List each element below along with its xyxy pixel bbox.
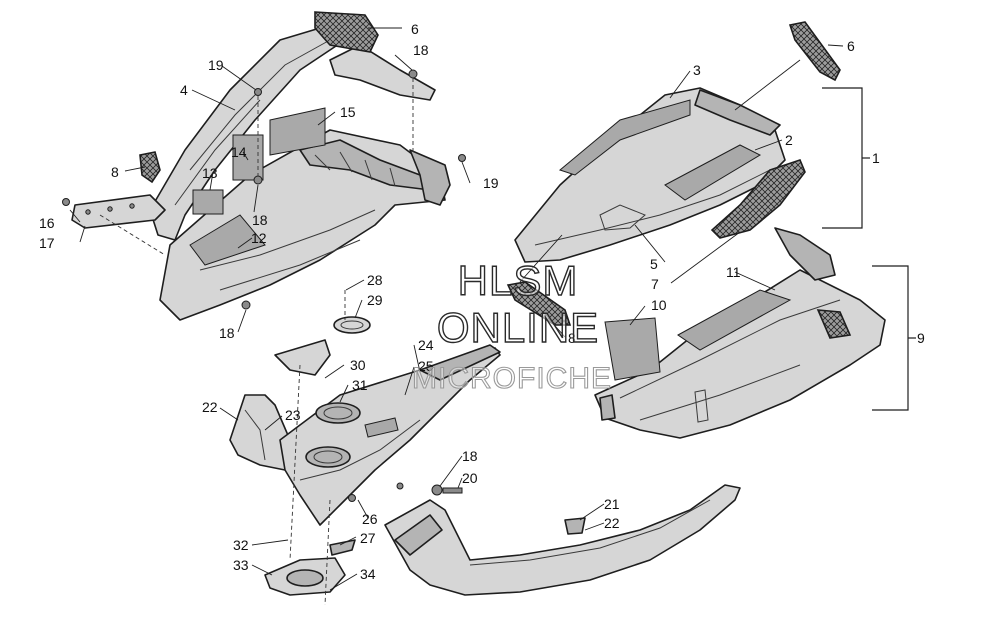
- callout-5: 5: [650, 256, 658, 272]
- callout-26: 26: [362, 511, 378, 527]
- leader-lines: [69, 27, 844, 591]
- callout-13: 13: [202, 165, 218, 181]
- callout-21: 21: [604, 496, 620, 512]
- callout-14: 14: [231, 144, 247, 160]
- callout-9: 9: [917, 330, 925, 346]
- callout-6-right: 6: [847, 38, 855, 54]
- callout-3: 3: [693, 62, 701, 78]
- callout-15: 15: [340, 104, 356, 120]
- callout-33: 33: [233, 557, 249, 573]
- callout-18-a: 18: [413, 42, 429, 58]
- callout-17: 17: [39, 235, 55, 251]
- callout-4: 4: [180, 82, 188, 98]
- lower-bumper: [384, 484, 741, 596]
- callout-18-d: 18: [462, 448, 478, 464]
- callout-2: 2: [785, 132, 793, 148]
- hood-upper-left: [62, 11, 466, 321]
- watermark-line-3: MICROFICHE: [412, 362, 612, 395]
- callout-10: 10: [651, 297, 667, 313]
- callout-23: 23: [285, 407, 301, 423]
- callout-29: 29: [367, 292, 383, 308]
- callout-8-left: 8: [111, 164, 119, 180]
- watermark: HLSM ONLINE MICROFICHE: [411, 256, 612, 395]
- callout-11: 11: [726, 264, 741, 280]
- lower-console: [229, 290, 501, 606]
- callout-27: 27: [360, 530, 376, 546]
- watermark-line-1: HLSM: [458, 257, 579, 304]
- callout-28: 28: [367, 272, 383, 288]
- callout-24: 24: [418, 337, 434, 353]
- hood-upper-right: [506, 21, 870, 326]
- belly-pan-right: [594, 227, 916, 439]
- callout-18-c: 18: [219, 325, 235, 341]
- callout-34: 34: [360, 566, 376, 582]
- callout-8-center: 8: [568, 330, 576, 346]
- callout-31: 31: [352, 377, 368, 393]
- callout-1: 1: [872, 150, 880, 166]
- callout-labels: 1 2 3 4 5 6 6 7 8 8 9 10 11 12 13 14 15 …: [39, 21, 925, 582]
- watermark-line-2: ONLINE: [437, 304, 599, 351]
- callout-19-b: 19: [483, 175, 499, 191]
- callout-6-top: 6: [411, 21, 419, 37]
- callout-22-left: 22: [202, 399, 218, 415]
- callout-16: 16: [39, 215, 55, 231]
- callout-32: 32: [233, 537, 249, 553]
- callout-20: 20: [462, 470, 478, 486]
- callout-18-b: 18: [252, 212, 268, 228]
- callout-30: 30: [350, 357, 366, 373]
- callout-19-a: 19: [208, 57, 224, 73]
- callout-22-right: 22: [604, 515, 620, 531]
- callout-12: 12: [251, 230, 267, 246]
- callout-25: 25: [418, 358, 434, 374]
- callout-7: 7: [651, 276, 659, 292]
